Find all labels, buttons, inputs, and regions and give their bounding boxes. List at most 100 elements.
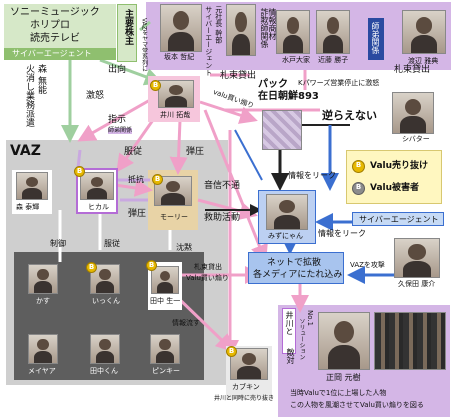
kasu-photo [28, 264, 58, 294]
valu-sell-coin-ikkun: B [86, 262, 97, 273]
mory-name: モーリー [160, 213, 188, 221]
sony-line-3: 読売テレビ [30, 33, 80, 44]
sakamoto-photo [160, 4, 202, 52]
dan-atsu-2-label: 弾圧 [128, 209, 147, 219]
legend-valu-sell: Valu売り抜け [370, 161, 429, 171]
kubota-name: 久保田 康介 [398, 280, 436, 288]
dan-atsu-label: 弾圧 [186, 147, 205, 157]
info-leak-label: 情報をリーク [288, 171, 336, 180]
shitei-badge: 師弟関係 [368, 18, 384, 60]
ikkun-name: いっくん [92, 297, 120, 305]
mori-photo [16, 172, 48, 200]
cyberagent-top-label: サイバーエージェント [12, 49, 92, 58]
valu-sell-coin-tanaka: B [146, 260, 157, 271]
bottom-caption-line-2: この人物を風潮させてValu買い煽りを図る [290, 401, 424, 409]
shibata-name: シバター [402, 135, 430, 143]
cyberagent-exec-photo [226, 4, 256, 56]
sakamoto-name: 坂本 哲紀 [164, 53, 195, 61]
seigyo-label: 制御 [50, 239, 66, 248]
mito-photo [276, 10, 310, 54]
kubota-photo [394, 238, 440, 278]
net-spread-line-1: ネットで拡散 [267, 258, 322, 268]
sakamoto-caption: VAZをヤマ堂系列に [140, 18, 148, 72]
kabukin-sub: 井川と同時に売り抜き [214, 395, 275, 402]
kasu-name: かす [36, 297, 50, 305]
tanakakun-photo [90, 334, 120, 364]
info-scam-line-1: 情報商材 [268, 8, 277, 40]
masashi-name: 正岡 元樹 [326, 373, 361, 382]
hikaru-photo [80, 172, 114, 200]
hikaru-name: ヒカル [88, 203, 109, 211]
net-spread-line-2: 各メディアにたれ込み [253, 270, 343, 280]
kondo-photo [316, 10, 350, 54]
shitei-label: 師弟関係 [371, 22, 380, 54]
masashi-photo [318, 312, 370, 370]
miyazu-photo [266, 194, 308, 230]
major-shareholder-label: 主要株主 [123, 9, 133, 45]
gekido-label: 激怒 [86, 91, 105, 101]
info-scam-line-2: 詐欺師関係 [260, 8, 269, 48]
info-leak-2-label: 情報をリーク [318, 229, 366, 238]
net-spread-box: ネットで拡散 各メディアにたれ込み [248, 252, 344, 284]
info-scam-header: 情報商材 詐欺師関係 [260, 8, 278, 66]
kpower-label: Kパワーズ営業停止に激怒 [298, 79, 380, 87]
tanaka-photo [151, 266, 179, 294]
legend-coin-sell: B [352, 160, 365, 173]
pinky-name: ピンキー [152, 367, 180, 375]
vaz-title: VAZ [10, 143, 41, 159]
iyu-name: 井川 拓哉 [160, 111, 191, 119]
shukko-label: 出向 [108, 65, 127, 75]
kyuen-label: 救助活動 [204, 213, 241, 223]
pack-line-1: パック [258, 79, 288, 90]
fukuju-label: 服従 [124, 147, 143, 157]
mori-name: 森 泰輝 [16, 203, 40, 211]
fudakashi-right-label: 札束貸出 [394, 65, 431, 75]
bottom-caption-line-1: 当時Valuで1位に上場した人物 [290, 389, 387, 397]
kabukin-name: カブキン [232, 383, 260, 391]
info-nagasu-label: 情報流す [172, 319, 200, 327]
legend-box [346, 150, 442, 204]
fukuju-2-label: 服従 [104, 239, 120, 248]
fudakashi-top-label: 札束貸出 [220, 71, 257, 81]
sony-group-box: ソニーミュージック ホリプロ 読売テレビ [4, 4, 116, 48]
cyberagent-top-box: サイバーエージェント [4, 48, 116, 60]
chinmoku-label: 沈黙 [176, 243, 192, 252]
sony-line-2: ホリプロ [30, 20, 70, 31]
cyberagent-exec-2: 元社長 幹部 [214, 6, 223, 44]
tanaka-name: 田中 生一 [150, 297, 181, 305]
sakaraenai-label: 逆らえない [322, 109, 377, 122]
mori-incompetent-label: 森 無能 [36, 64, 46, 94]
fire-dispatch-label: 火消し業務派遣 [24, 64, 34, 127]
medea-photo [28, 334, 58, 364]
watanabe-name: 渡辺 雅典 [408, 57, 439, 65]
kougi-label: 抵抗 [128, 175, 144, 184]
legend-valu-victim: Valu被害者 [370, 183, 420, 193]
tanakakun-name: 田中くん [90, 367, 118, 375]
legend-coin-victim: B [352, 182, 365, 195]
valu-sell-coin-kabukin: B [226, 346, 237, 357]
onshin-label: 音信不通 [204, 181, 241, 191]
iyu-hostile-box: 井川と [282, 308, 296, 354]
pack-line-2: 在日朝鮮893 [258, 91, 319, 102]
cyberagent-mid-label: サイバーエージェント [359, 215, 439, 224]
iyu-hostile-line-1: 井川と [285, 311, 294, 335]
medea-name: メイヤア [28, 367, 56, 375]
iyu-hostile-line-2: 敵対 [286, 348, 295, 364]
miyazu-name: みずにゃん [268, 232, 303, 240]
valu-sell-coin-hikaru: B [74, 166, 85, 177]
no1-line-1: No.1 [306, 310, 314, 327]
mito-name: 水戸大家 [282, 56, 310, 64]
major-shareholder-box: 主要株主 [117, 4, 137, 62]
valu-sell-coin-mory: B [152, 174, 163, 185]
crowd-photo [374, 312, 446, 370]
kondo-name: 近藤 勝子 [318, 56, 349, 64]
cyberagent-mid-box: サイバーエージェント [352, 212, 444, 226]
iyu-photo [158, 80, 194, 108]
no1-line-2: ソリューション [298, 318, 305, 360]
fudakashi-valu-2: Valu買い煽り [186, 274, 229, 282]
blurred-person [262, 110, 302, 150]
watanabe-photo [402, 10, 446, 54]
shiji-label: 指示 [108, 115, 127, 125]
shiji-sub-label: 師弟関係 [108, 127, 133, 134]
